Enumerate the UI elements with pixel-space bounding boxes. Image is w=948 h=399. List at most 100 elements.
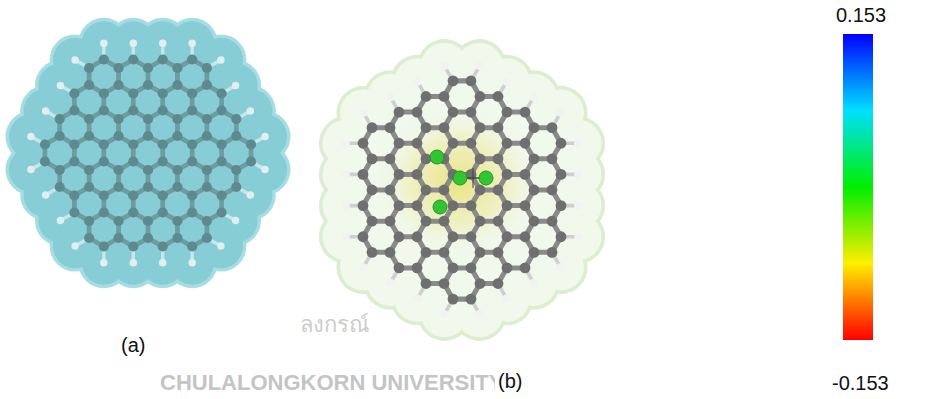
carbon-atom	[502, 231, 513, 242]
chlorine-atom	[479, 171, 493, 185]
carbon-atom	[99, 139, 109, 149]
carbon-atom	[466, 294, 477, 305]
carbon-atom	[143, 131, 153, 141]
hydrogen-atom	[232, 217, 239, 224]
carbon-atom	[217, 207, 227, 217]
carbon-atom	[84, 80, 94, 90]
carbon-atom	[172, 63, 182, 73]
carbon-atom	[358, 169, 369, 180]
carbon-atom	[556, 231, 567, 242]
carbon-atom	[99, 105, 109, 115]
carbon-atom	[55, 182, 65, 192]
carbon-atom	[158, 54, 168, 64]
carbon-atom	[520, 107, 531, 118]
carbon-atom	[143, 63, 153, 73]
carbon-atom	[231, 131, 241, 141]
carbon-atom	[448, 231, 459, 242]
esp-surface	[170, 241, 214, 285]
carbon-atom	[547, 153, 558, 164]
carbon-atom	[231, 114, 241, 124]
carbon-atom	[202, 165, 212, 175]
carbon-atom	[172, 182, 182, 192]
esp-surface	[323, 213, 370, 260]
chlorine-atom	[430, 150, 444, 164]
hydrogen-atom	[503, 294, 511, 302]
carbon-atom	[69, 190, 79, 200]
carbon-atom	[187, 190, 197, 200]
watermark: CHULALONGKORN UNIVERSITY	[160, 370, 503, 395]
carbon-atom	[520, 200, 531, 211]
carbon-atom	[439, 91, 450, 102]
carbon-atom	[202, 114, 212, 124]
hydrogen-atom	[100, 40, 107, 47]
carbon-atom	[448, 263, 459, 274]
carbon-atom	[158, 190, 168, 200]
carbon-atom	[99, 190, 109, 200]
carbon-atom	[113, 233, 123, 243]
carbon-atom	[394, 263, 405, 274]
carbon-atom	[128, 156, 138, 166]
carbon-atom	[99, 54, 109, 64]
carbon-atom	[143, 80, 153, 90]
hydrogen-atom	[440, 62, 448, 70]
chlorine-atom	[453, 171, 467, 185]
carbon-atom	[493, 122, 504, 133]
carbon-atom	[40, 156, 50, 166]
carbon-atom	[99, 156, 109, 166]
carbon-atom	[421, 247, 432, 258]
carbon-atom	[69, 88, 79, 98]
hydrogen-atom	[247, 107, 254, 114]
carbon-atom	[128, 105, 138, 115]
carbon-atom	[394, 138, 405, 149]
carbon-atom	[385, 247, 396, 258]
carbon-atom	[158, 241, 168, 251]
carbon-atom	[448, 75, 459, 86]
hydrogen-atom	[413, 78, 421, 86]
carbon-atom	[529, 153, 540, 164]
carbon-atom	[84, 63, 94, 73]
carbon-atom	[475, 122, 486, 133]
carbon-atom	[502, 107, 513, 118]
carbon-atom	[217, 139, 227, 149]
carbon-atom	[502, 263, 513, 274]
hydrogen-atom	[557, 263, 565, 271]
panel-label: (a)	[121, 334, 145, 357]
carbon-atom	[231, 165, 241, 175]
carbon-atom	[493, 247, 504, 258]
carbon-atom	[202, 80, 212, 90]
carbon-atom	[385, 185, 396, 196]
carbon-atom	[202, 216, 212, 226]
carbon-atom	[246, 156, 256, 166]
hydrogen-atom	[386, 279, 394, 287]
carbon-atom	[475, 216, 486, 227]
hydrogen-atom	[27, 166, 34, 173]
carbon-atom	[439, 216, 450, 227]
carbon-atom	[143, 114, 153, 124]
carbon-atom	[187, 139, 197, 149]
carbon-atom	[55, 165, 65, 175]
hydrogen-atom	[557, 109, 565, 117]
carbon-atom	[113, 80, 123, 90]
carbon-atom	[385, 216, 396, 227]
hydrogen-atom	[574, 202, 582, 210]
carbon-atom	[547, 122, 558, 133]
carbon-atom	[202, 131, 212, 141]
hydrogen-atom	[342, 170, 350, 178]
carbon-atom	[128, 207, 138, 217]
hydrogen-atom	[476, 62, 484, 70]
carbon-atom	[385, 153, 396, 164]
carbon-atom	[529, 122, 540, 133]
carbon-atom	[358, 138, 369, 149]
carbon-atom	[385, 122, 396, 133]
hydrogen-atom	[71, 242, 78, 249]
hydrogen-atom	[342, 202, 350, 210]
carbon-atom	[99, 241, 109, 251]
carbon-atom	[502, 138, 513, 149]
carbon-atom	[202, 182, 212, 192]
carbon-atom	[84, 182, 94, 192]
carbon-atom	[187, 207, 197, 217]
carbon-atom	[421, 216, 432, 227]
carbon-atom	[367, 216, 378, 227]
carbon-atom	[520, 263, 531, 274]
hydrogen-atom	[342, 233, 350, 241]
